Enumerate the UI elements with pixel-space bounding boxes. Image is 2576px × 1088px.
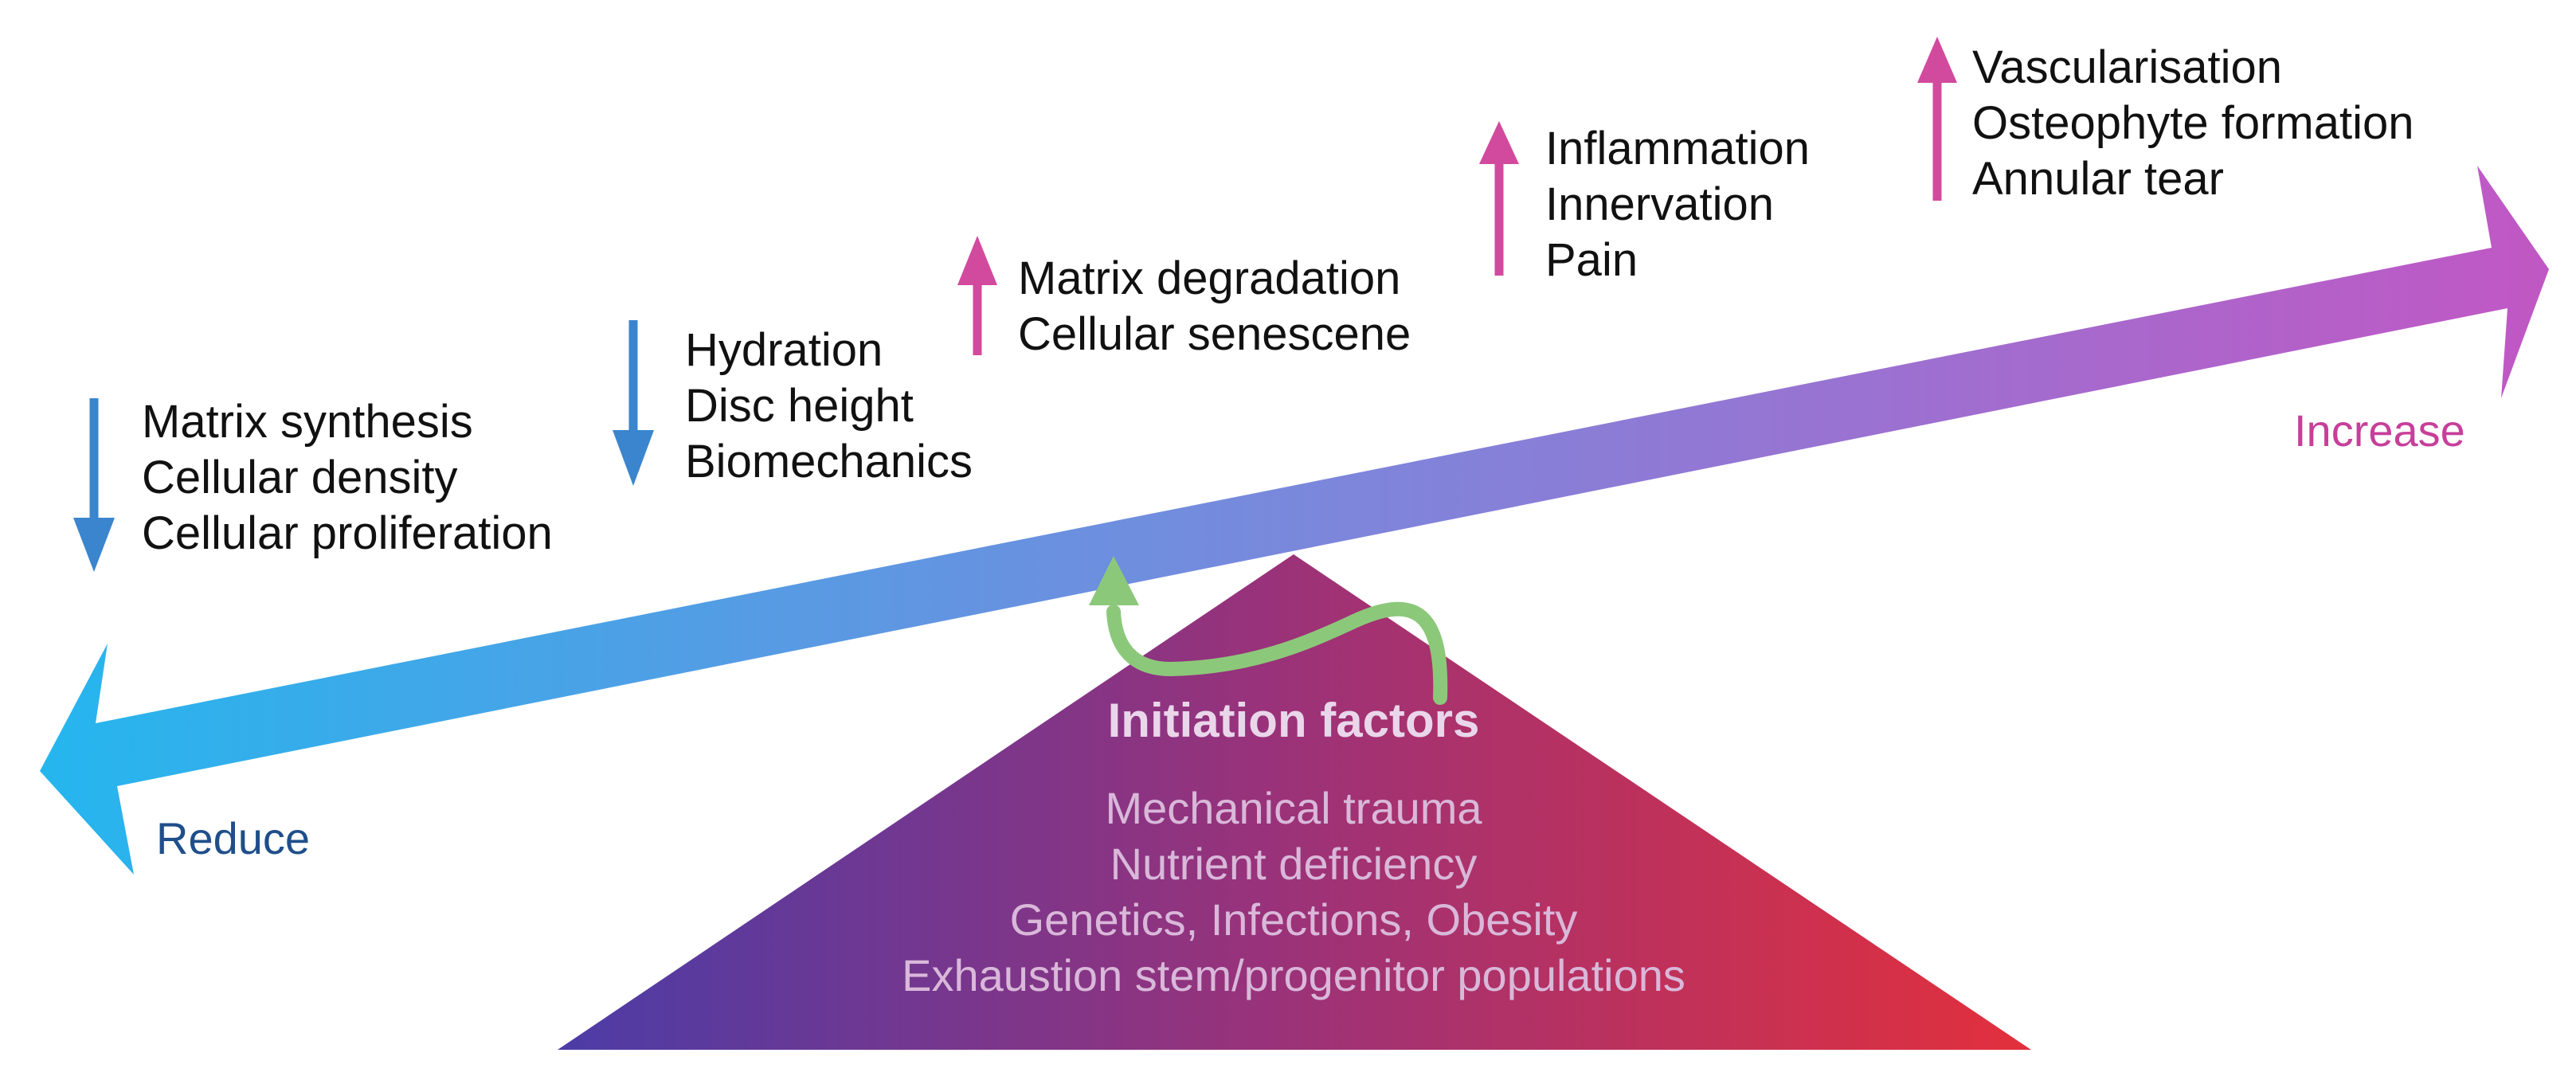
group-2-labels: Hydration Disc height Biomechanics [685, 323, 973, 490]
initiation-item: Genetics, Infections, Obesity [1009, 894, 1578, 945]
group-4-item: Innervation [1545, 178, 1774, 230]
initiation-title: Initiation factors [1107, 694, 1480, 747]
group-4-item: Pain [1545, 234, 1638, 286]
group-3-labels: Matrix degradation Cellular senescene [1018, 251, 1411, 362]
up-arrow-icon [957, 236, 997, 355]
group-1-item: Cellular proliferation [142, 507, 553, 559]
group-4-labels: Inflammation Innervation Pain [1545, 121, 1810, 288]
group-1-labels: Matrix synthesis Cellular density Cellul… [142, 394, 553, 562]
up-arrow-icon [1917, 37, 1957, 201]
increase-label: Increase [2294, 405, 2465, 456]
group-1-item: Cellular density [142, 452, 458, 503]
initiation-triangle [558, 554, 2031, 1050]
green-curved-arrow [1089, 556, 1448, 705]
initiation-factors-list: Mechanical trauma Nutrient deficiency Ge… [736, 781, 1851, 1004]
group-4-item: Inflammation [1545, 123, 1811, 174]
group-5-item: Vascularisation [1972, 41, 2283, 93]
down-arrow-icon [613, 320, 654, 486]
group-5-item: Annular tear [1972, 153, 2224, 205]
group-2-item: Biomechanics [685, 436, 973, 487]
group-2-item: Hydration [685, 324, 883, 376]
initiation-item: Exhaustion stem/progenitor populations [902, 950, 1685, 1000]
seesaw-double-arrow [40, 166, 2549, 875]
group-2-item: Disc height [685, 380, 914, 432]
down-arrow-icon [73, 398, 115, 572]
reduce-label: Reduce [156, 813, 311, 863]
group-3-item: Matrix degradation [1018, 252, 1401, 304]
initiation-item: Mechanical trauma [1105, 783, 1482, 833]
up-arrow-icon [1479, 121, 1519, 276]
group-5-labels: Vascularisation Osteophyte formation Ann… [1972, 40, 2414, 207]
initiation-item: Nutrient deficiency [1110, 839, 1478, 889]
group-3-item: Cellular senescene [1018, 308, 1411, 360]
group-5-item: Osteophyte formation [1972, 97, 2414, 149]
group-1-item: Matrix synthesis [142, 396, 473, 448]
